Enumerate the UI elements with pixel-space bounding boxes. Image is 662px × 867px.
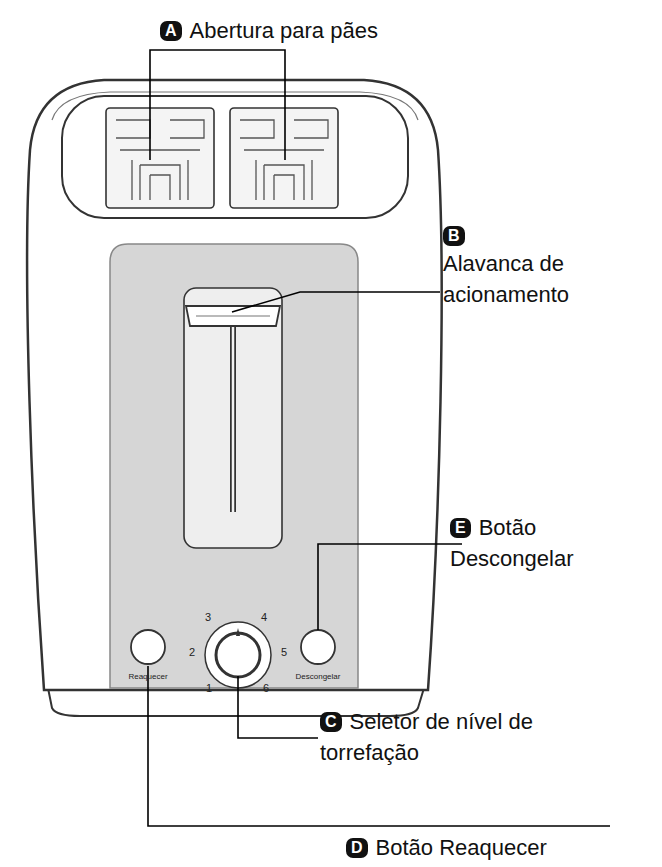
reheat-button <box>131 630 165 664</box>
dial-pointer <box>236 628 240 636</box>
callout-letter: D <box>346 838 368 858</box>
callout: A Abertura para pães <box>160 15 460 46</box>
callout-letter: C <box>320 712 342 732</box>
part-name: Alavanca de acionamento <box>443 251 569 307</box>
bread-slot <box>106 108 214 208</box>
button-label: Descongelar <box>296 672 341 681</box>
callout-letter: E <box>450 518 471 538</box>
lever-handle <box>196 315 270 316</box>
part-name: Seletor de nível de torrefação <box>320 709 533 765</box>
callout-letter: A <box>160 21 182 41</box>
dial-number: 2 <box>189 646 195 658</box>
dial-number: 6 <box>263 682 269 694</box>
slot-guide <box>116 120 204 200</box>
top-recess <box>62 96 408 218</box>
leader-line <box>238 676 318 738</box>
callout: B Alavanca de acionamento <box>443 226 653 310</box>
lever-slot <box>184 288 282 548</box>
dial-number: 4 <box>261 611 267 623</box>
part-name: Abertura para pães <box>190 18 378 43</box>
slot-guide <box>240 120 328 200</box>
lever-rod <box>230 322 236 512</box>
leader-line <box>150 50 285 160</box>
lever-rod <box>232 322 235 512</box>
toaster-body <box>27 80 442 690</box>
bread-slot <box>230 108 338 208</box>
defrost-button <box>301 630 335 664</box>
callout: EBotão Descongelar <box>450 512 650 574</box>
callout-letter: B <box>443 226 465 246</box>
leader-line <box>232 292 440 312</box>
callout: D Botão Reaquecer <box>346 832 646 863</box>
dial-number: 1 <box>206 682 212 694</box>
callout: CSeletor de nível de torrefação <box>320 706 570 768</box>
dial-number: 3 <box>205 611 211 623</box>
toast-level-dial <box>216 633 260 677</box>
dial-number: 5 <box>281 646 287 658</box>
lever-handle <box>186 306 280 326</box>
leader-line <box>318 544 462 630</box>
part-name: Botão Reaquecer <box>376 835 547 860</box>
leader-line <box>148 666 610 826</box>
button-label: Reaquecer <box>128 672 167 681</box>
slot-guides <box>116 120 328 200</box>
bread-slot <box>106 108 338 208</box>
